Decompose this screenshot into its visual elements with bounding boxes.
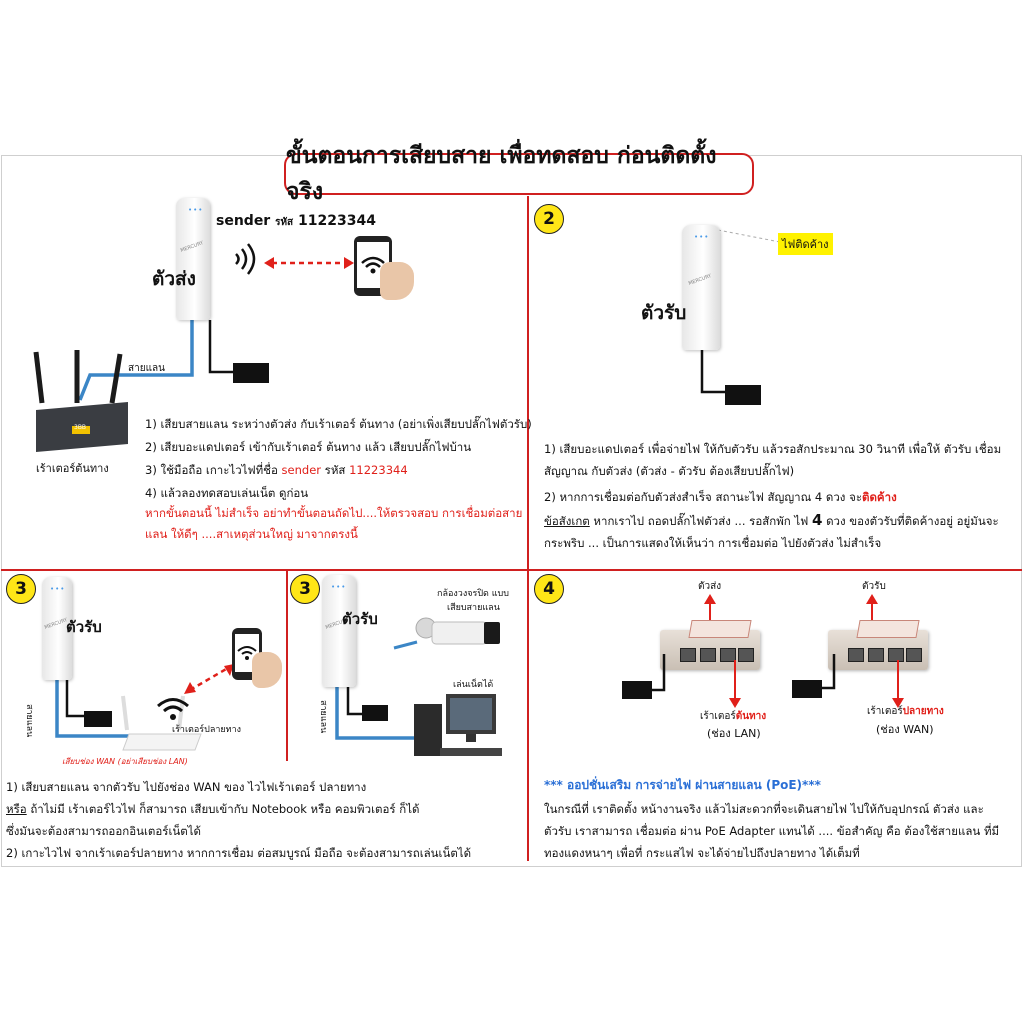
poe-adapter-left <box>660 620 760 670</box>
divider-horizontal <box>1 569 1022 571</box>
arrow-down-icon <box>892 660 904 708</box>
receiver-device-label: ตัวรับ <box>342 610 378 628</box>
light-on-tag: ไฟติดค้าง <box>778 233 833 255</box>
divider-vertical-bottom-mid <box>527 569 529 861</box>
power-adapter <box>792 680 822 698</box>
cable-label: สายแลน <box>24 704 34 738</box>
panel2-text-2: 2) หากการเชื่อมต่อกับตัวส่งสำเร็จ สถานะไ… <box>544 490 897 504</box>
sender-device-label: ตัวส่ง <box>152 268 196 290</box>
panel1-warning-1: หากขั้นตอนนี้ ไม่สำเร็จ อย่าทำขั้นตอนถัด… <box>145 506 523 520</box>
panel2-cables <box>700 229 781 394</box>
camera-label-1: กล้องวงจรปิด แบบ <box>437 589 509 599</box>
cctv-camera <box>415 617 500 645</box>
poe-right-port: (ช่อง WAN) <box>876 723 934 736</box>
page-title: ขั้นตอนการเสียบสาย เพื่อทดสอบ ก่อนติดตั้… <box>284 143 754 205</box>
source-router-label: เร้าเตอร์ต้นทาง <box>36 462 109 475</box>
poe-left-port: (ช่อง LAN) <box>707 727 761 740</box>
power-adapter <box>84 711 112 727</box>
cable-label: สายแลน <box>318 700 328 734</box>
sender-cpe-device: •••MERCURY <box>176 198 210 320</box>
poe-right-top-label: ตัวรับ <box>862 581 886 592</box>
divider-vertical-top <box>527 196 529 570</box>
receiver-device-label: ตัวรับ <box>66 618 102 636</box>
arrow-down-icon <box>729 660 741 708</box>
wifi-icon <box>157 698 189 720</box>
power-adapter <box>725 385 761 405</box>
panel3-text-4: 2) เกาะไวไฟ จากเร้าเตอร์ปลายทาง หากการเช… <box>6 846 472 860</box>
pc-label: เล่นเน็ตได้ <box>453 680 494 690</box>
panel3b-cables <box>335 640 418 740</box>
poe-right-bottom-label: เร้าเตอร์ปลายทาง <box>867 706 944 717</box>
panel2-text-3: ข้อสังเกต หากเราไป ถอดปลั๊กไฟตัวส่ง ... … <box>544 511 999 529</box>
power-adapter <box>362 705 388 721</box>
panel1-step-1: 1) เสียบสายแลน ระหว่างตัวส่ง กับเร้าเตอร… <box>145 417 532 431</box>
hand-illustration <box>252 652 282 688</box>
poe-left-bottom-label: เร้าเตอร์ต้นทาง <box>700 711 767 722</box>
double-arrow-icon <box>264 257 354 269</box>
receiver-cpe-device: •••MERCURY <box>322 575 356 687</box>
poe-right-power-cable <box>820 654 836 690</box>
hand-illustration <box>380 262 414 300</box>
wifi-signal-icon <box>235 243 256 275</box>
panel1-warning-2: แลน ให้ดีๆ ....สาเหตุส่วนใหญ่ มาจากตรงนี… <box>145 527 358 541</box>
wifi-icon <box>237 646 257 660</box>
panel3a-cables <box>55 664 234 738</box>
camera-label-2: เสียบสายแลน <box>447 603 500 613</box>
poe-adapter-right <box>828 620 928 670</box>
panel2-text-4: กระพริบ ... เป็นการแสดงให้เห็นว่า การเชื… <box>544 536 882 550</box>
panel1-step-2: 2) เสียบอะแดปเตอร์ เข้ากับเร้าเตอร์ ต้นท… <box>145 440 472 454</box>
step-badge-3b: 3 <box>290 574 320 604</box>
destination-router <box>121 695 202 751</box>
source-router <box>33 350 128 452</box>
step-badge-4: 4 <box>534 574 564 604</box>
wifi-icon <box>361 256 385 274</box>
panel1-step-4: 4) แล้วลองทดสอบเล่นเน็ต ดูก่อน <box>145 486 309 500</box>
sender-ssid-line: sender รหัส 11223344 <box>216 213 376 229</box>
step-badge-3a: 3 <box>6 574 36 604</box>
power-adapter <box>233 363 269 383</box>
panel3-text-2: หรือ ถ้าไม่มี เร้าเตอร์ไวไฟ ก็สามารถ เสี… <box>6 802 420 816</box>
receiver-device-label: ตัวรับ <box>641 302 687 324</box>
panel4-text-2: ตัวรับ เราสามารถ เชื่อมต่อ ผ่าน PoE Adap… <box>544 824 1000 838</box>
panel2-text-1b: สัญญาณ กับตัวส่ง (ตัวส่ง - ตัวรับ ต้องเส… <box>544 464 795 478</box>
destination-router-label: เร้าเตอร์ปลายทาง <box>172 725 242 735</box>
divider-vertical-bottom-left <box>286 569 288 761</box>
power-adapter <box>622 681 652 699</box>
panel3-text-3: ซึ่งมันจะต้องสามารถออกอินเตอร์เน็ตได้ <box>6 824 201 838</box>
router-brand-badge: 3BB <box>74 424 87 431</box>
receiver-cpe-device: •••MERCURY <box>42 577 72 680</box>
step-badge-2: 2 <box>534 204 564 234</box>
panel1-step-3: 3) ใช้มือถือ เกาะไวไฟที่ชื่อ sender รหัส… <box>145 463 408 477</box>
poe-heading: *** ออปชั่นเสริม การจ่ายไฟ ผ่านสายแลน (P… <box>544 778 821 792</box>
receiver-cpe-device: •••MERCURY <box>682 225 720 350</box>
panel4-text-3: ทองแดงหนาๆ เพื่อที่ กระแสไฟ จะได้จ่ายไปถ… <box>544 846 860 860</box>
panel2-text-1a: 1) เสียบอะแดปเตอร์ เพื่อจ่ายไฟ ให้กับตัว… <box>544 442 1002 456</box>
wan-port-note: เสียบช่อง WAN (อย่าเสียบช่อง LAN) <box>62 757 188 766</box>
panel3-text-1: 1) เสียบสายแลน จากตัวรับ ไปยังช่อง WAN ข… <box>6 780 367 794</box>
poe-left-top-label: ตัวส่ง <box>698 581 722 592</box>
cable-label: สายแลน <box>128 363 165 374</box>
desktop-computer <box>414 694 502 756</box>
poe-left-power-cable <box>650 654 666 692</box>
panel4-text-1: ในกรณีที่ เราติดตั้ง หน้างานจริง แล้วไม่… <box>544 802 984 816</box>
